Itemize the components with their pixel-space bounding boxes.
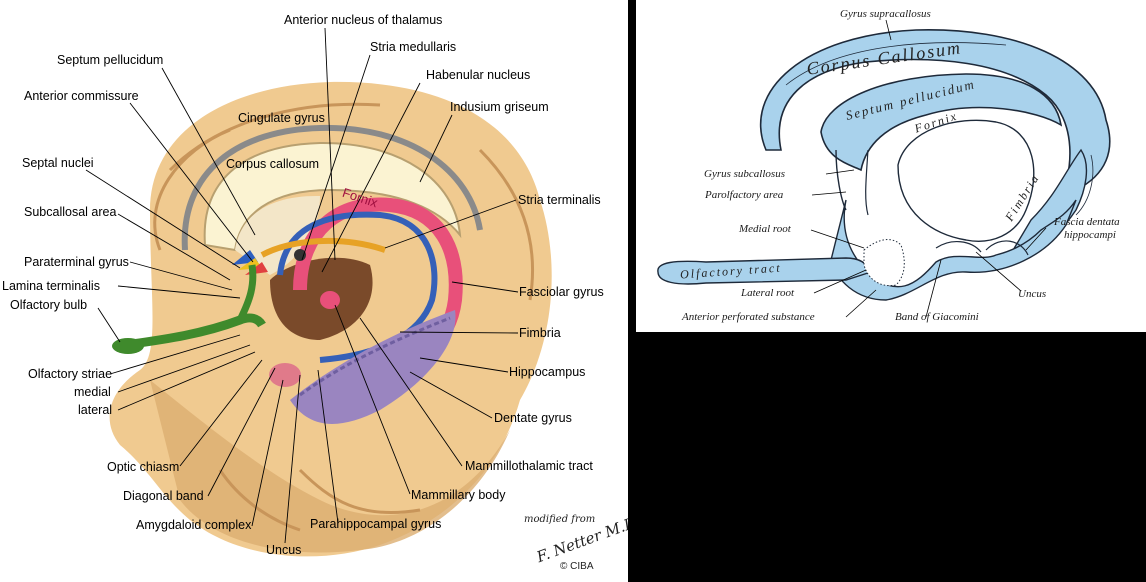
- label-anterior-commissure: Anterior commissure: [24, 89, 139, 103]
- label-mammillary-body: Mammillary body: [411, 488, 506, 502]
- septum-fornix-region: [820, 73, 1063, 172]
- brain-shading-lower: [150, 380, 510, 553]
- label-corpus-callosum: Corpus callosum: [226, 157, 320, 171]
- cingulate-outline: [181, 124, 483, 251]
- label-olfactory-striae: Olfactory striae: [28, 367, 113, 381]
- hippocampus-shape: [290, 310, 456, 424]
- label-septal-nuclei: Septal nuclei: [22, 156, 94, 170]
- label-parolfactory-area: Parolfactory area: [705, 189, 784, 201]
- label-stria-terminalis: Stria terminalis: [518, 193, 601, 207]
- label-subcallosal-area: Subcallosal area: [24, 205, 117, 219]
- credit-modified-from: modified from: [524, 514, 596, 525]
- label-hippocampi: hippocampi: [1064, 229, 1116, 241]
- grays-illustration: [657, 29, 1111, 301]
- label-gyrus-subcallosus: Gyrus subcallosus: [704, 168, 785, 180]
- label-olfactory-bulb: Olfactory bulb: [10, 298, 88, 312]
- label-hippocampus: Hippocampus: [509, 365, 586, 379]
- orange-tract: [260, 237, 386, 258]
- label-uncus: Uncus: [266, 543, 302, 557]
- label-optic-chiasm: Optic chiasm: [107, 460, 180, 474]
- label-stria-medullaris: Stria medullaris: [370, 40, 457, 54]
- label-fasciolar-gyrus: Fasciolar gyrus: [519, 285, 604, 299]
- label-anterior-nucleus-thalamus: Anterior nucleus of thalamus: [284, 13, 443, 27]
- label-dentate-gyrus: Dentate gyrus: [494, 411, 572, 425]
- corpus-callosum-shape: [203, 141, 462, 252]
- label-parahippocampal-gyrus: Parahippocampal gyrus: [310, 517, 442, 531]
- label-lamina-terminalis: Lamina terminalis: [2, 279, 100, 293]
- label-gyrus-supracallosus: Gyrus supracallosus: [840, 8, 931, 20]
- label-mammillothalamic-tract: Mammillothalamic tract: [465, 459, 593, 473]
- label-medial: medial: [74, 385, 111, 399]
- lower-rhinencephalon: [830, 199, 1077, 301]
- label-lateral: lateral: [78, 403, 113, 417]
- credit-copyright: © CIBA: [560, 561, 594, 572]
- label-fimbria: Fimbria: [519, 326, 561, 340]
- left-leader-lines: [85, 27, 519, 544]
- label-amygdaloid-complex: Amygdaloid complex: [136, 518, 252, 532]
- label-lateral-root: Lateral root: [741, 287, 795, 299]
- right-figure-grays-rhinencephalon: Gyrus supracallosus Corpus Callosum Sept…: [636, 0, 1146, 332]
- label-diagonal-band: Diagonal band: [123, 489, 204, 503]
- label-fascia-dentata: Fascia dentata: [1054, 216, 1120, 228]
- label-anterior-perforated-substance: Anterior perforated substance: [682, 311, 815, 323]
- label-habenular-nucleus: Habenular nucleus: [426, 68, 531, 82]
- label-cingulate-gyrus: Cingulate gyrus: [238, 111, 325, 125]
- label-band-of-giacomini: Band of Giacomini: [895, 311, 979, 323]
- label-paraterminal-gyrus: Paraterminal gyrus: [24, 255, 129, 269]
- right-leader-lines: [810, 19, 1047, 318]
- label-medial-root: Medial root: [739, 223, 791, 235]
- olfactory-tract: [124, 313, 266, 350]
- label-uncus-right: Uncus: [1018, 288, 1047, 300]
- left-figure-netter-limbic: Anterior nucleus of thalamus Stria medul…: [0, 0, 628, 582]
- amygdala-shape: [269, 363, 301, 387]
- netter-illustration: [109, 81, 552, 557]
- label-indusium-griseum: Indusium griseum: [450, 100, 549, 114]
- label-septum-pellucidum: Septum pellucidum: [57, 53, 164, 67]
- anterior-perforated-substance: [863, 239, 905, 287]
